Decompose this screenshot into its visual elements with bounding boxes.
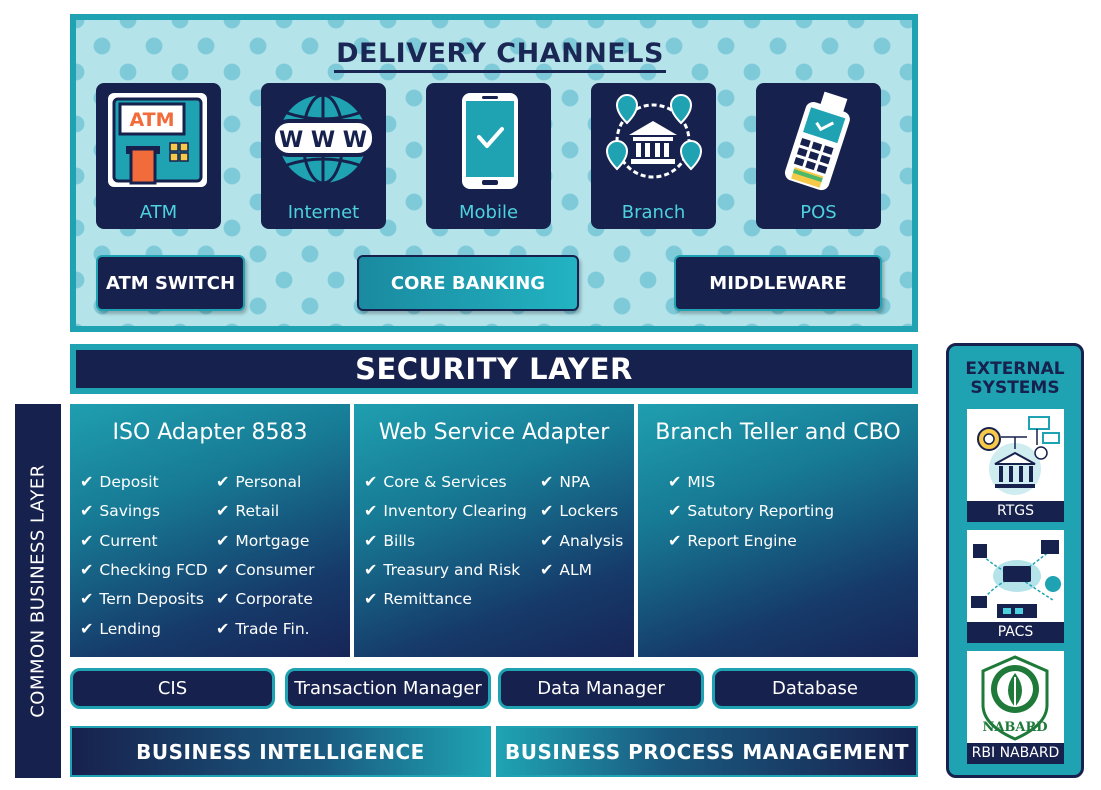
business-process-management-bar[interactable]: BUSINESS PROCESS MANAGEMENT — [496, 726, 918, 777]
list-item: Lockers — [540, 501, 618, 520]
web-service-adapter-column: Web Service Adapter Core & Services Inve… — [354, 404, 634, 657]
svg-text:NABARD: NABARD — [982, 720, 1047, 735]
list-item: Analysis — [540, 531, 623, 550]
list-item: Inventory Clearing — [364, 501, 526, 520]
channel-pos[interactable]: POS — [756, 83, 881, 229]
list-item: Lending — [80, 619, 161, 638]
channel-branch[interactable]: Branch — [591, 83, 716, 229]
list-item: Mortgage — [216, 531, 309, 550]
core-banking-button[interactable]: CORE BANKING — [357, 255, 579, 311]
pacs-network-icon — [971, 540, 1061, 618]
atm-icon: ATM — [108, 93, 207, 187]
channel-label: ATM — [139, 202, 178, 223]
channel-label: Internet — [287, 202, 360, 223]
security-layer: SECURITY LAYER — [70, 344, 918, 394]
svg-text:W W W: W W W — [279, 128, 367, 153]
iso-adapter-column: ISO Adapter 8583 Deposit Savings Current… — [70, 404, 350, 657]
rtgs-network-icon — [977, 416, 1060, 495]
external-system-pacs[interactable]: PACS — [967, 530, 1064, 643]
channel-mobile[interactable]: Mobile — [426, 83, 551, 229]
list-item: Bills — [364, 531, 415, 550]
delivery-channels-panel: DELIVERY CHANNELS ATM ATM — [70, 14, 918, 332]
external-system-label: PACS — [967, 622, 1064, 643]
list-item: Checking FCD — [80, 560, 207, 579]
list-item: Treasury and Risk — [364, 560, 520, 579]
list-item: Core & Services — [364, 472, 506, 491]
external-systems-title: EXTERNAL SYSTEMS — [965, 359, 1065, 398]
channel-atm[interactable]: ATM ATM — [96, 83, 221, 229]
cis-component[interactable]: CIS — [70, 668, 275, 709]
list-item: NPA — [540, 472, 590, 491]
list-item: Corporate — [216, 589, 313, 608]
common-business-layer: COMMON BUSINESS LAYER — [15, 404, 61, 778]
bank-branch-icon — [605, 94, 703, 179]
list-item: Savings — [80, 501, 160, 520]
list-item: Remittance — [364, 589, 472, 608]
common-business-layer-label: COMMON BUSINESS LAYER — [27, 464, 49, 718]
transaction-manager-component[interactable]: Transaction Manager — [285, 668, 491, 709]
business-intelligence-bar[interactable]: BUSINESS INTELLIGENCE — [70, 726, 491, 777]
list-item: MIS — [668, 472, 715, 491]
list-item: Consumer — [216, 560, 314, 579]
channel-internet[interactable]: W W W Internet — [261, 83, 386, 229]
external-system-label: RBI NABARD — [967, 743, 1064, 764]
list-item: Current — [80, 531, 157, 550]
database-component[interactable]: Database — [712, 668, 918, 709]
list-item: ALM — [540, 560, 592, 579]
data-manager-component[interactable]: Data Manager — [498, 668, 704, 709]
external-system-nabard[interactable]: NABARD RBI NABARD — [967, 651, 1064, 764]
security-layer-label: SECURITY LAYER — [76, 350, 912, 388]
list-item: Deposit — [80, 472, 158, 491]
external-system-rtgs[interactable]: RTGS — [967, 409, 1064, 522]
branch-teller-column: Branch Teller and CBO MIS Satutory Repor… — [638, 404, 918, 657]
external-system-label: RTGS — [967, 501, 1064, 522]
list-item: Report Engine — [668, 531, 796, 550]
mobile-phone-icon — [462, 93, 518, 189]
column-heading: ISO Adapter 8583 — [112, 420, 308, 445]
list-item: Retail — [216, 501, 279, 520]
list-item: Trade Fin. — [216, 619, 309, 638]
channel-label: POS — [800, 202, 837, 223]
list-item: Satutory Reporting — [668, 501, 834, 520]
svg-text:ATM: ATM — [129, 109, 174, 131]
atm-switch-button[interactable]: ATM SWITCH — [96, 255, 245, 311]
nabard-logo-icon: NABARD — [981, 655, 1049, 741]
list-item: Personal — [216, 472, 301, 491]
globe-icon: W W W — [273, 93, 374, 185]
list-item: Tern Deposits — [80, 589, 204, 608]
channel-label: Mobile — [458, 202, 519, 223]
delivery-channels-title: DELIVERY CHANNELS — [76, 38, 924, 73]
column-heading: Branch Teller and CBO — [655, 420, 901, 445]
external-systems-panel: EXTERNAL SYSTEMS RTGS — [946, 343, 1084, 778]
pos-terminal-icon — [784, 91, 850, 191]
middleware-button[interactable]: MIDDLEWARE — [674, 255, 882, 311]
column-heading: Web Service Adapter — [378, 420, 610, 445]
channel-label: Branch — [621, 202, 686, 223]
